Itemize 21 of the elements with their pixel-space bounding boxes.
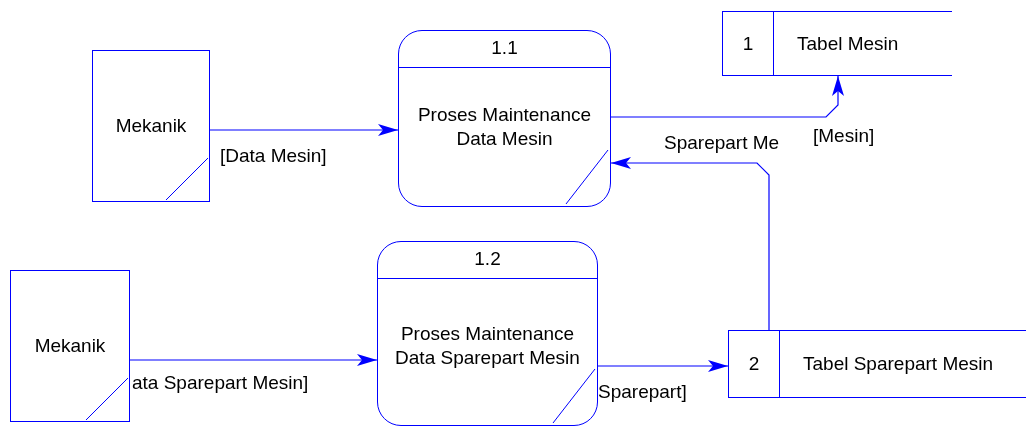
store-name: Tabel Mesin xyxy=(797,31,899,56)
process-box xyxy=(398,30,611,207)
process-box xyxy=(377,241,598,426)
external-entity-box xyxy=(10,270,130,422)
data-store-box xyxy=(722,11,952,76)
external-entity-box xyxy=(92,50,210,202)
store-name: Tabel Sparepart Mesin xyxy=(803,352,994,376)
process-name: Proses Maintenance Data Mesin xyxy=(417,104,592,149)
arrow xyxy=(209,124,399,136)
arrow xyxy=(610,75,844,118)
arrow xyxy=(597,360,729,372)
arrow xyxy=(129,354,378,366)
process-name: Proses Maintenance Data Sparepart Mesin xyxy=(395,323,580,368)
process-number: 1.2 xyxy=(473,247,502,271)
arrow xyxy=(610,157,770,331)
entity-name: Mekanik xyxy=(114,114,188,138)
entity-name: Mekanik xyxy=(33,334,107,358)
store-number: 2 xyxy=(747,352,761,376)
data-store-box xyxy=(728,330,1026,398)
store-number: 1 xyxy=(741,31,755,56)
process-number: 1.1 xyxy=(490,36,519,60)
